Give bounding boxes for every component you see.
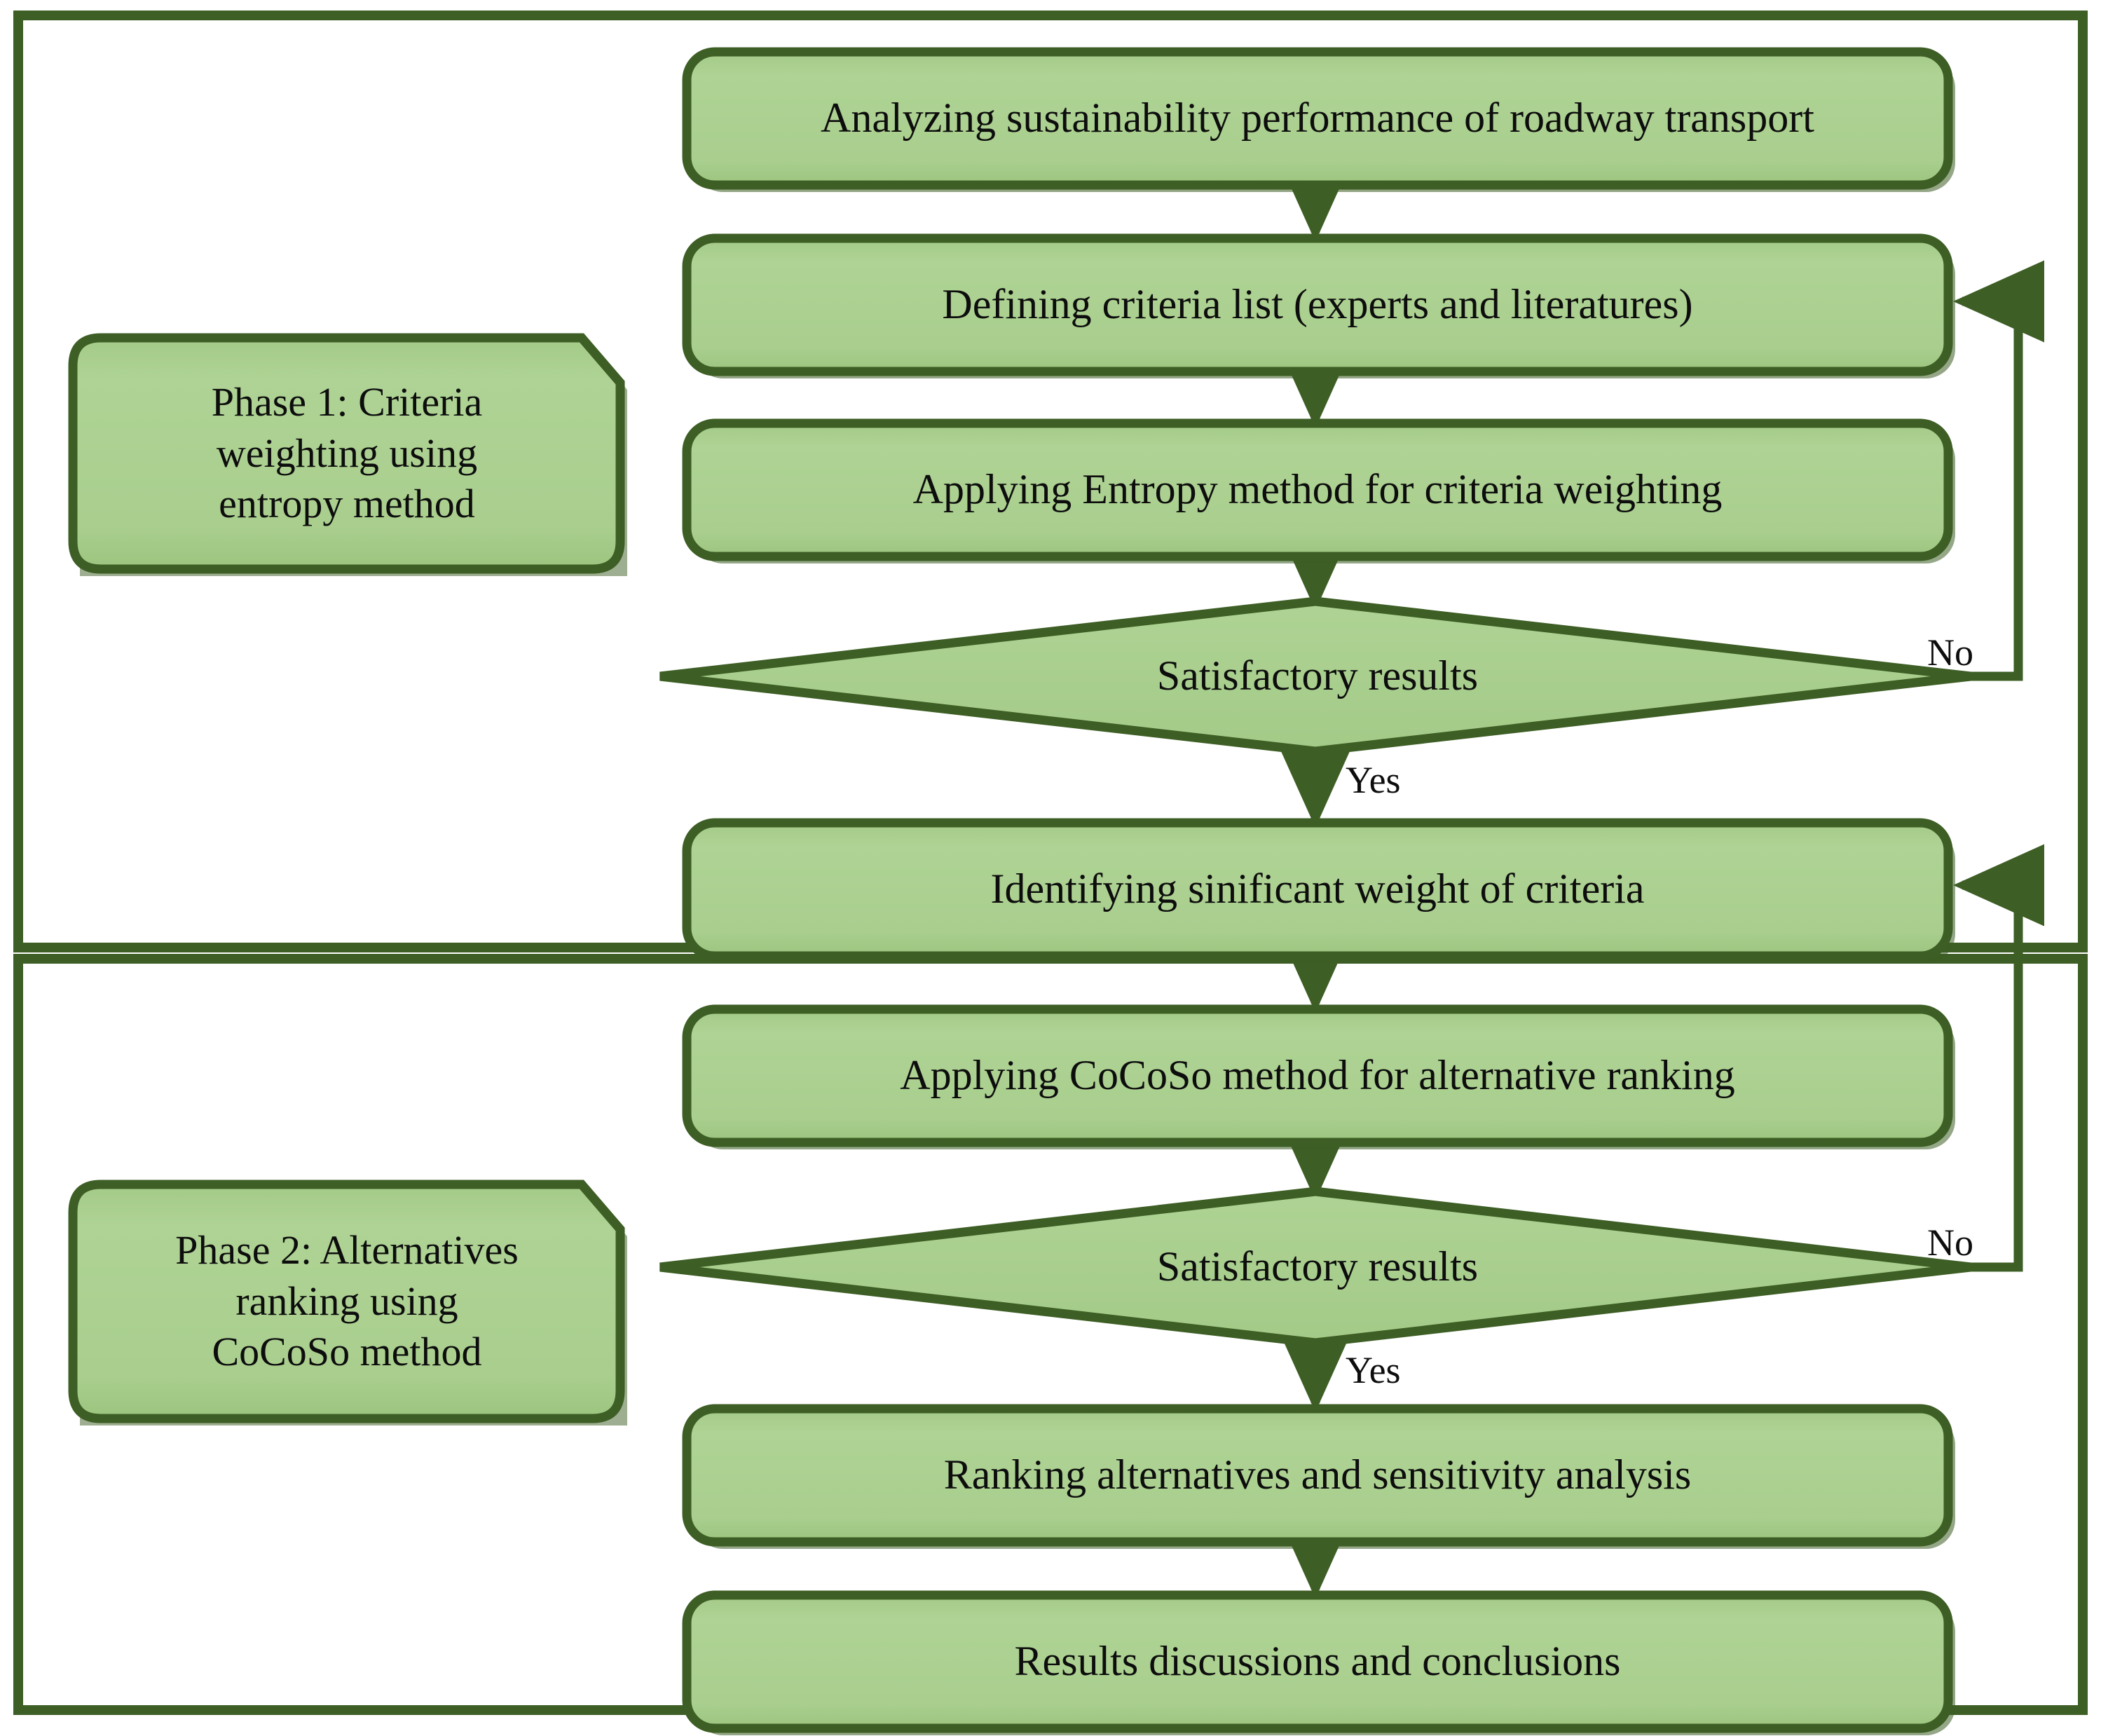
- node-analyzing[interactable]: [687, 52, 1948, 185]
- edge-decision2-identifying-loop: [1953, 844, 2044, 1272]
- node-cocoso-shape: [682, 1004, 1953, 1147]
- edge-decision1-defining-loop: [1953, 260, 2044, 681]
- node-decision-2[interactable]: [897, 1211, 1738, 1323]
- phase-2-badge[interactable]: [73, 1184, 620, 1419]
- node-decision-1[interactable]: [897, 620, 1738, 732]
- phase-label-shapes: [68, 333, 627, 1426]
- node-defining[interactable]: [687, 238, 1948, 371]
- node-results-shape: [682, 1590, 1953, 1733]
- node-decision-2-shape: [659, 1187, 1971, 1348]
- node-decision-1-shape: [659, 596, 1971, 756]
- phase-1-badge[interactable]: [73, 338, 620, 569]
- node-identifying-shape: [682, 818, 1953, 961]
- node-identifying[interactable]: [687, 823, 1948, 956]
- node-entropy[interactable]: [687, 423, 1948, 556]
- node-ranking[interactable]: [687, 1409, 1948, 1542]
- node-shapes: [659, 47, 1971, 1733]
- node-ranking-shape: [682, 1404, 1953, 1547]
- connectors: [1274, 151, 2044, 1599]
- node-results[interactable]: [687, 1595, 1948, 1728]
- node-defining-shape: [682, 233, 1953, 376]
- phase-1-shape: [68, 333, 625, 574]
- node-cocoso[interactable]: [687, 1009, 1948, 1142]
- phase-2-shape: [68, 1180, 625, 1423]
- node-entropy-shape: [682, 418, 1953, 561]
- node-analyzing-shape: [682, 47, 1953, 190]
